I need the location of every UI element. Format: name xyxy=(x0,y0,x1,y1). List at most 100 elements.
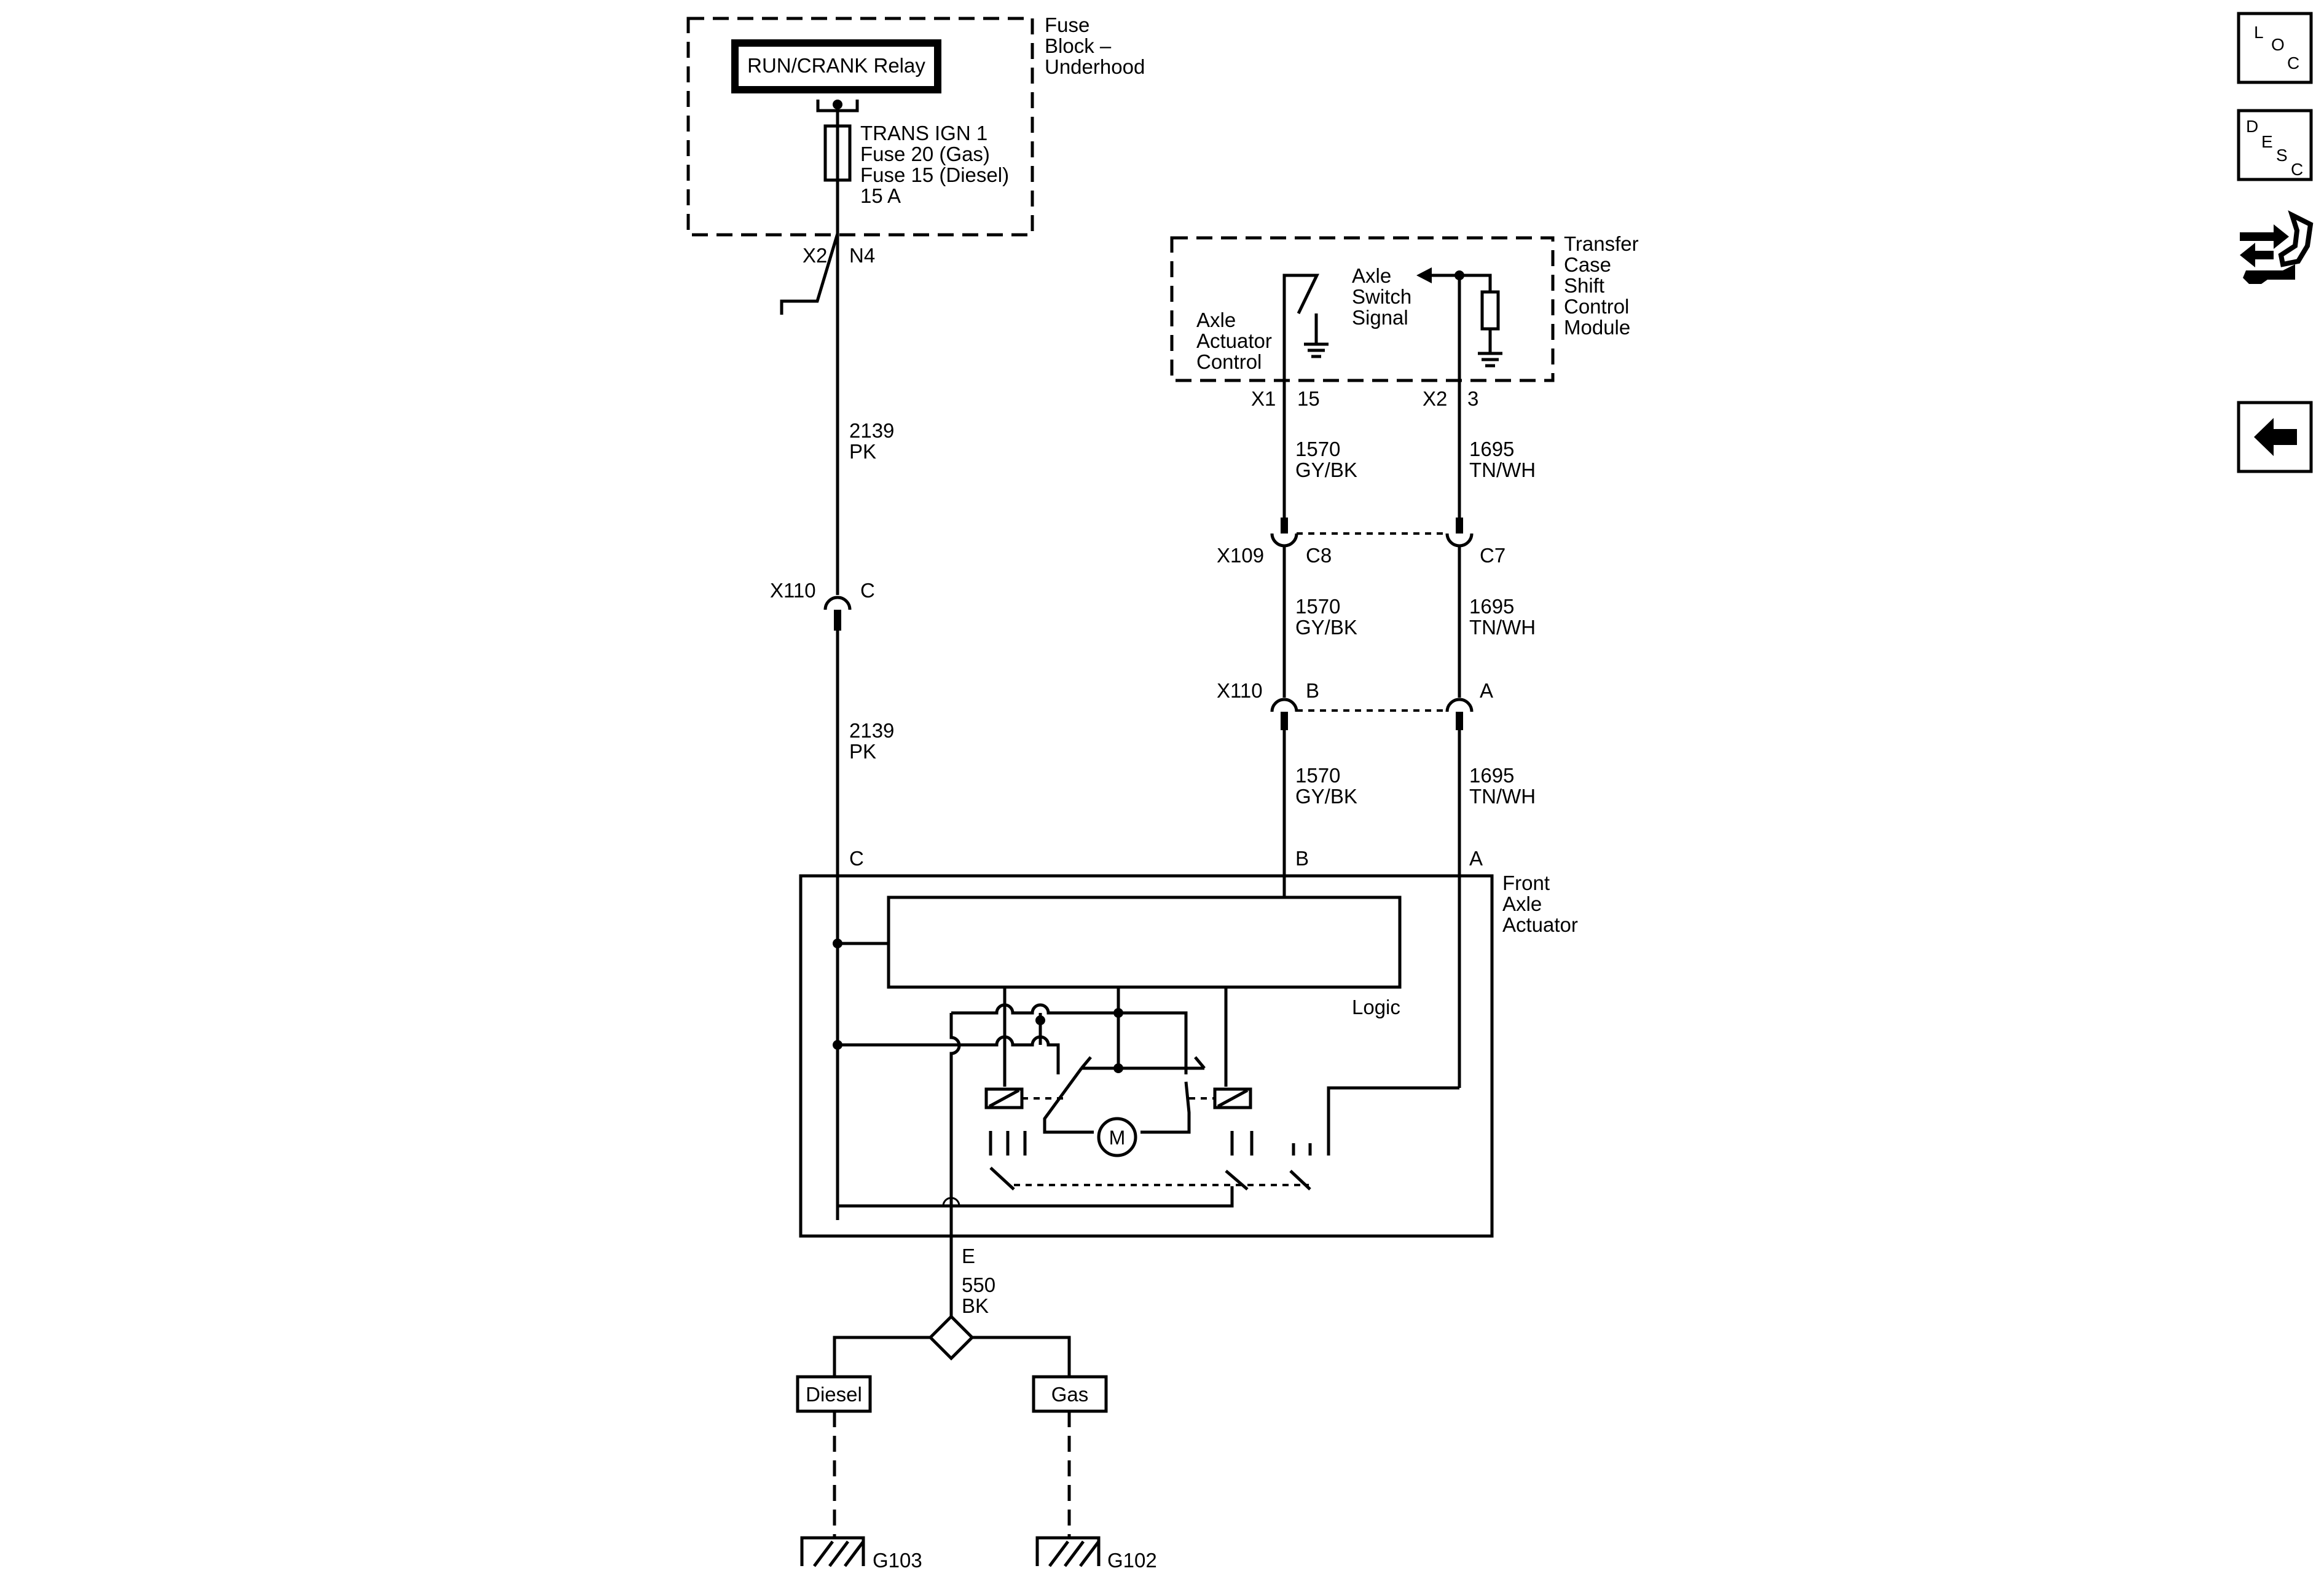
logic-label: Logic xyxy=(1352,996,1400,1018)
option-diesel: Diesel xyxy=(796,1375,872,1413)
conn-x110-mid-label: X110 xyxy=(1217,679,1263,702)
actuator-outline xyxy=(799,874,1494,1238)
back-arrow-icon xyxy=(2254,418,2297,456)
fuse-name: TRANS IGN 1 xyxy=(860,122,987,144)
tccm-conn-x2: X2 xyxy=(1423,387,1447,410)
conn-x110-pin-a: A xyxy=(1480,679,1493,702)
wire-1570-lower-num: 1570 xyxy=(1295,764,1340,787)
actuator-pin-a: A xyxy=(1469,847,1483,870)
svg-text:S: S xyxy=(2276,146,2288,165)
wire-1695-lower-num: 1695 xyxy=(1469,764,1514,787)
connector-x110-ab xyxy=(1270,698,1474,730)
conn-x109-pin-c7: C7 xyxy=(1480,544,1505,567)
axle-actuator-switch xyxy=(1282,274,1319,393)
tccm-title-3: Shift xyxy=(1564,274,1604,297)
wire-2139-lower-num: 2139 xyxy=(849,719,894,742)
wire-1695-mid-num: 1695 xyxy=(1469,595,1514,618)
tccm-title-4: Control xyxy=(1564,295,1629,318)
fuse-block-title-3: Underhood xyxy=(1045,55,1145,78)
axle-switch-signal-1: Axle xyxy=(1352,264,1391,287)
ground-g103 xyxy=(800,1536,865,1567)
axle-actuator-control-2: Actuator xyxy=(1196,329,1272,352)
actuator-pin-b: B xyxy=(1295,847,1309,870)
conn-x109-pin-c8: C8 xyxy=(1306,544,1332,567)
fuse-block-underhood: RUN/CRANK Relay TRANS IGN 1 Fuse 20 (Gas… xyxy=(686,14,1145,237)
tccm-pin-3: 3 xyxy=(1467,387,1478,410)
fuse-block-title-2: Block – xyxy=(1045,34,1112,57)
logic-block xyxy=(887,896,1402,989)
svg-text:C: C xyxy=(2291,160,2303,179)
motor-label: M xyxy=(1109,1127,1126,1149)
conn-x109-label: X109 xyxy=(1217,544,1264,567)
actuator-pin-c: C xyxy=(849,847,864,870)
conn-x110-pin-c: C xyxy=(860,579,875,602)
fuse-rating: 15 A xyxy=(860,184,901,207)
pull-up-resistor xyxy=(1480,290,1500,331)
svg-text:O: O xyxy=(2271,35,2285,54)
svg-text:D: D xyxy=(2246,117,2258,136)
wire-1570-upper-num: 1570 xyxy=(1295,438,1340,460)
wire-1570-upper-color: GY/BK xyxy=(1295,459,1357,481)
option-diesel-label: Diesel xyxy=(806,1383,862,1406)
transfer-case-shift-control-module: Transfer Case Shift Control Module Axle … xyxy=(1170,232,1639,393)
wire-2139-upper-num: 2139 xyxy=(849,419,894,442)
tccm-conn-x1: X1 xyxy=(1251,387,1276,410)
fuse-gas: Fuse 20 (Gas) xyxy=(860,143,990,165)
fuse-block-title-1: Fuse xyxy=(1045,14,1089,36)
back-button[interactable] xyxy=(2237,401,2313,473)
fuse-conn-x2: X2 xyxy=(803,244,827,267)
axle-actuator-control-1: Axle xyxy=(1196,309,1236,331)
tccm-title-1: Transfer xyxy=(1564,232,1639,255)
connector-x109 xyxy=(1270,532,1474,548)
wire-1695-mid-color: TN/WH xyxy=(1469,616,1536,639)
actuator-title-1: Front xyxy=(1502,872,1550,894)
ground-wire-color: BK xyxy=(962,1294,989,1317)
run-crank-relay-box xyxy=(731,39,941,93)
wire-1695-upper-num: 1695 xyxy=(1469,438,1514,460)
ground-g102 xyxy=(1035,1536,1101,1567)
signal-arrow xyxy=(1416,267,1432,283)
fuse-block-outline xyxy=(686,17,1034,237)
connector-x110-c xyxy=(823,596,852,631)
wire-2139-lower-color: PK xyxy=(849,740,876,763)
wire-2139-upper-color: PK xyxy=(849,440,876,463)
conn-x110-left-label: X110 xyxy=(770,579,816,602)
tccm-ground-1 xyxy=(1304,342,1329,358)
axle-switch-signal-3: Signal xyxy=(1352,306,1408,329)
tccm-outline xyxy=(1170,236,1555,382)
wire-1695-lower-color: TN/WH xyxy=(1469,785,1536,808)
conn-x110-pin-b: B xyxy=(1306,679,1319,702)
tccm-pin-15: 15 xyxy=(1297,387,1320,410)
desc-button[interactable]: D E S C xyxy=(2237,109,2313,181)
connector-tools-icon[interactable] xyxy=(2240,210,2314,284)
run-crank-relay-label: RUN/CRANK Relay xyxy=(747,54,925,77)
motor-symbol xyxy=(1097,1117,1137,1157)
fuse-pin-n4: N4 xyxy=(849,244,875,267)
actuator-pin-e: E xyxy=(962,1245,975,1267)
ground-g103-label: G103 xyxy=(873,1549,922,1572)
axle-switch-signal-2: Switch xyxy=(1352,285,1411,308)
ground-splice xyxy=(928,1314,975,1361)
axle-actuator-control-3: Control xyxy=(1196,350,1262,373)
loc-button[interactable]: L O C xyxy=(2237,12,2313,84)
wire-1570-lower-color: GY/BK xyxy=(1295,785,1357,808)
tccm-title-5: Module xyxy=(1564,316,1630,339)
fuse-diesel: Fuse 15 (Diesel) xyxy=(860,163,1009,186)
ground-g102-label: G102 xyxy=(1107,1549,1157,1572)
ground-wire-num: 550 xyxy=(962,1274,995,1296)
front-axle-actuator: Front Axle Actuator C B A Logic xyxy=(799,847,1578,1267)
tccm-ground-2 xyxy=(1478,352,1502,368)
fuse-branch-wire xyxy=(780,233,839,315)
wire-1570-mid-num: 1570 xyxy=(1295,595,1340,618)
wire-1695-upper-color: TN/WH xyxy=(1469,459,1536,481)
actuator-title-2: Axle xyxy=(1502,892,1542,915)
wire-1570-mid-color: GY/BK xyxy=(1295,616,1357,639)
tccm-title-2: Case xyxy=(1564,253,1611,276)
svg-text:C: C xyxy=(2287,53,2299,73)
option-gas-label: Gas xyxy=(1051,1383,1089,1406)
option-gas: Gas xyxy=(1032,1375,1108,1413)
actuator-title-3: Actuator xyxy=(1502,913,1578,936)
svg-text:E: E xyxy=(2261,132,2273,151)
svg-text:L: L xyxy=(2254,23,2264,42)
